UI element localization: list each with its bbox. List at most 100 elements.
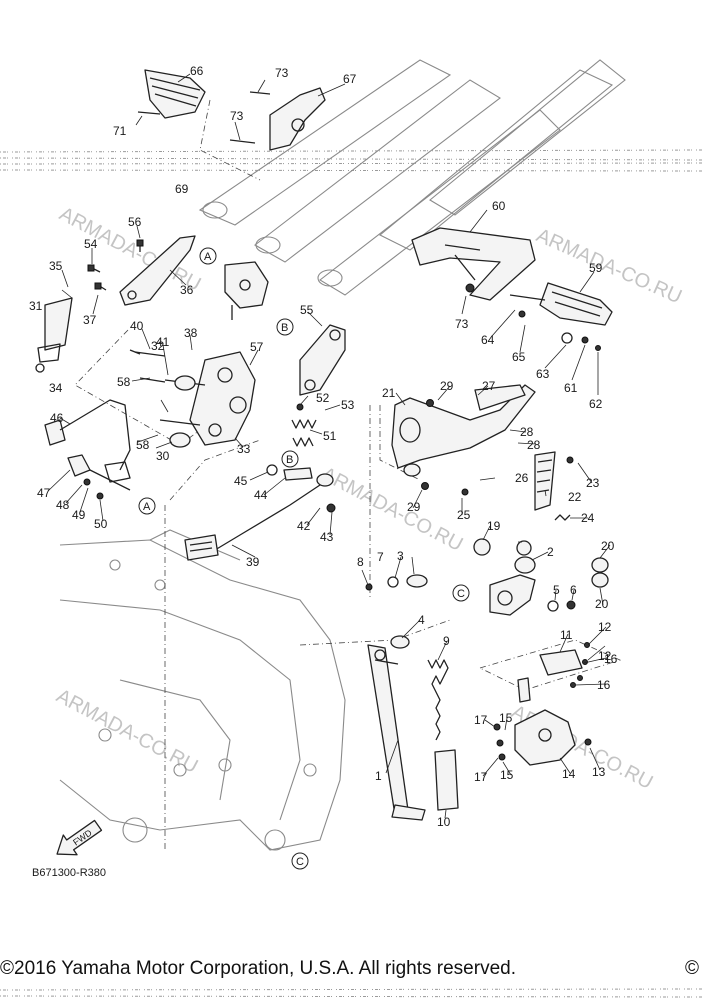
part-label: 28 xyxy=(527,438,541,452)
part-label: 32 xyxy=(151,339,165,353)
scan-noise-top xyxy=(0,149,703,172)
plate-bracket xyxy=(87,235,196,306)
side-stand-switch xyxy=(493,642,592,766)
part-55-arm xyxy=(299,324,346,396)
part-label: 54 xyxy=(84,237,98,251)
part-label: 6 xyxy=(570,583,577,597)
part-label: 15 xyxy=(500,768,514,782)
footrest-rider-right xyxy=(391,384,574,521)
part-label: 31 xyxy=(29,299,43,313)
part-label: 10 xyxy=(437,815,451,829)
watermark: ARMADA-CO.RU xyxy=(318,463,467,556)
part-labels: 1 2 3 4 5 6 7 8 9 10 11 12 12 13 14 15 1… xyxy=(29,64,618,829)
part-label: 15 xyxy=(499,711,513,725)
part-label: 16 xyxy=(597,678,611,692)
part-label: 43 xyxy=(320,530,334,544)
callout-label: A xyxy=(143,501,151,513)
part-label: 21 xyxy=(382,386,396,400)
brake-pedal-assembly xyxy=(129,349,256,448)
copyright-mark: © xyxy=(685,958,699,979)
part-label: 39 xyxy=(246,555,260,569)
part-label: 33 xyxy=(237,442,251,456)
footrest-passenger-right xyxy=(411,227,613,351)
part-label: 12 xyxy=(598,649,612,663)
side-stand xyxy=(365,538,609,821)
part-label: 40 xyxy=(130,319,144,333)
part-label: 34 xyxy=(49,381,63,395)
part-label: 24 xyxy=(581,511,595,525)
fwd-arrow: FWD xyxy=(56,819,103,856)
part-label: 73 xyxy=(230,109,244,123)
callout-label: C xyxy=(296,856,304,868)
copyright-notice: ©2016 Yamaha Motor Corporation, U.S.A. A… xyxy=(0,958,516,979)
part-label: 36 xyxy=(180,283,194,297)
part-label: 35 xyxy=(49,259,63,273)
scan-noise-bottom xyxy=(0,988,703,998)
part-label: 8 xyxy=(357,555,364,569)
part-label: 19 xyxy=(487,519,501,533)
callout-label: A xyxy=(204,251,212,263)
part-label: 16 xyxy=(604,652,618,666)
part-label: 41 xyxy=(156,335,170,349)
part-label: 13 xyxy=(592,765,606,779)
part-label: 9 xyxy=(443,634,450,648)
shift-linkage xyxy=(44,399,131,500)
part-label: 50 xyxy=(94,517,108,531)
part-31-rubber xyxy=(35,289,73,373)
part-label: 57 xyxy=(250,340,264,354)
part-label: 60 xyxy=(492,199,506,213)
part-label: 63 xyxy=(536,367,550,381)
part-label: 27 xyxy=(482,379,496,393)
part-label: 47 xyxy=(37,486,51,500)
part-label: 48 xyxy=(56,498,70,512)
part-label: 62 xyxy=(589,397,603,411)
part-label: 20 xyxy=(601,539,615,553)
part-label: 49 xyxy=(72,508,86,522)
part-label: 7 xyxy=(377,550,384,564)
part-label: 59 xyxy=(589,261,603,275)
part-label: 45 xyxy=(234,474,248,488)
part-label: 69 xyxy=(175,182,189,196)
part-label: 73 xyxy=(455,317,469,331)
part-label: 3 xyxy=(397,549,404,563)
part-label: 11 xyxy=(560,628,573,642)
master-cylinder xyxy=(224,261,269,320)
part-label: 28 xyxy=(520,425,534,439)
callout-label: C xyxy=(457,588,465,600)
callout-label: B xyxy=(286,454,293,466)
part-label: 58 xyxy=(117,375,131,389)
part-label: 51 xyxy=(323,429,337,443)
part-label: 66 xyxy=(190,64,204,78)
part-label: 23 xyxy=(586,476,600,490)
part-label: 25 xyxy=(457,508,471,522)
footrest-rider-left xyxy=(137,69,326,151)
part-label: 17 xyxy=(474,770,488,784)
part-label: 42 xyxy=(297,519,311,533)
part-label: 29 xyxy=(440,379,454,393)
part-label: 17 xyxy=(474,713,488,727)
part-label: 53 xyxy=(341,398,355,412)
part-label: 64 xyxy=(481,333,495,347)
part-label: 56 xyxy=(128,215,142,229)
part-label: 22 xyxy=(568,490,582,504)
part-label: 58 xyxy=(136,438,150,452)
callout-label: B xyxy=(281,322,288,334)
part-label: 44 xyxy=(254,488,268,502)
callouts: A A B B C C xyxy=(138,247,470,870)
part-label: 20 xyxy=(595,597,609,611)
part-label: 1 xyxy=(375,769,382,783)
part-label: 65 xyxy=(512,350,526,364)
frame-background xyxy=(59,59,626,851)
part-label: 38 xyxy=(184,326,198,340)
part-39-pedal xyxy=(184,464,336,561)
part-label: 67 xyxy=(343,72,357,86)
part-label: 14 xyxy=(562,767,576,781)
leader-lines xyxy=(47,73,611,819)
part-label: 52 xyxy=(316,391,330,405)
part-label: 37 xyxy=(83,313,97,327)
part-label: 29 xyxy=(407,500,421,514)
springs xyxy=(291,403,317,447)
part-label: 5 xyxy=(553,583,560,597)
part-label: 61 xyxy=(564,381,578,395)
